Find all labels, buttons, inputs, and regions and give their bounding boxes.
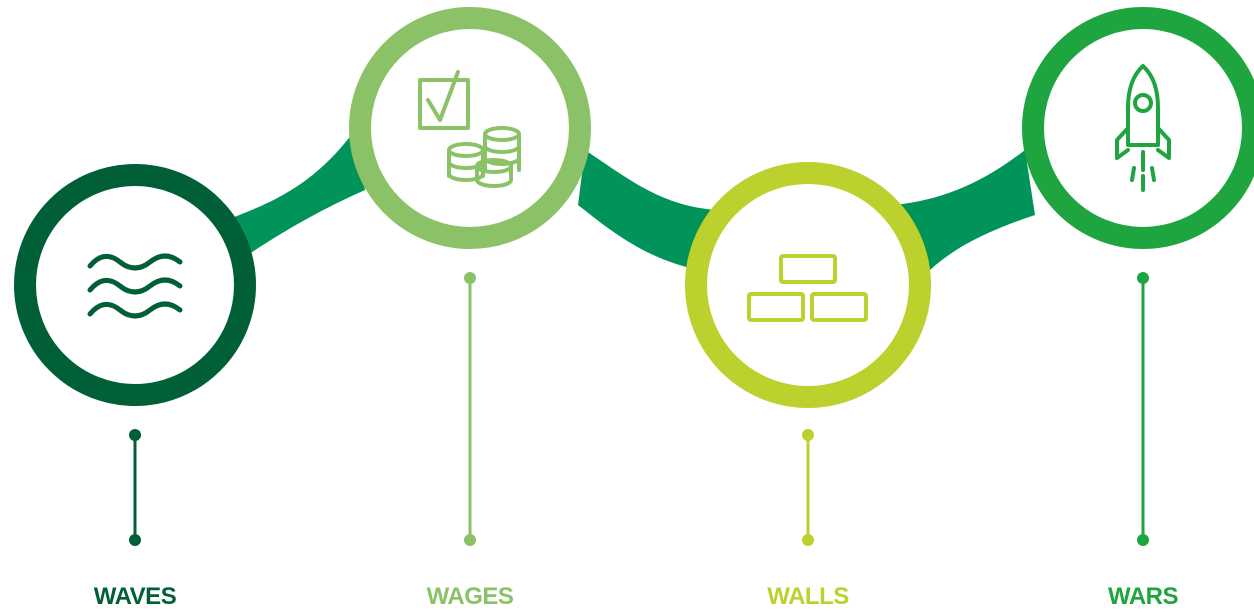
label-wages: WAGES (426, 583, 514, 610)
connector-band (578, 150, 715, 268)
circle-walls (685, 162, 931, 408)
stem-waves (129, 429, 141, 546)
stem-wages (464, 272, 476, 546)
label-wars: WARS (1108, 583, 1179, 610)
connector-band (895, 150, 1035, 278)
stem-wars (1137, 272, 1149, 546)
label-walls: WALLS (767, 583, 849, 610)
label-waves: WAVES (93, 583, 177, 610)
checklist-coins-icon (418, 70, 521, 188)
rocket-icon (1115, 64, 1171, 192)
bricks-icon (747, 254, 868, 322)
stem-walls (802, 429, 814, 546)
circle-wars (1022, 7, 1254, 249)
waves-icon (87, 253, 183, 319)
circle-waves (14, 164, 256, 406)
